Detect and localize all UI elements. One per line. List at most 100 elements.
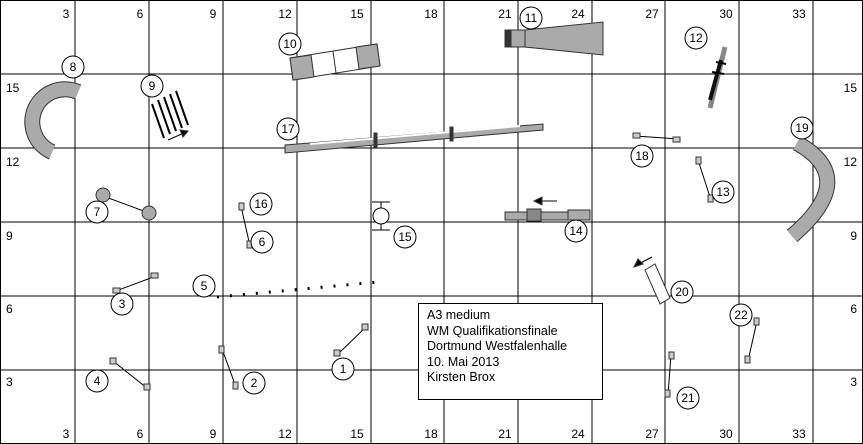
seesaw-14 — [504, 208, 591, 222]
bottom-axis-label: 21 — [498, 427, 512, 441]
marker-label: 16 — [254, 197, 268, 211]
marker-20: 20 — [670, 280, 694, 304]
left-axis-label: 6 — [6, 302, 13, 316]
marker-5: 5 — [192, 274, 216, 298]
tunnel-19 — [787, 136, 835, 242]
seesaw-arrow-head — [532, 196, 543, 206]
marker-11: 11 — [519, 6, 543, 30]
marker-17: 17 — [276, 117, 300, 141]
marker-label: 7 — [94, 205, 101, 219]
wall-12 — [707, 46, 728, 109]
marker-label: 17 — [281, 122, 295, 136]
marker-label: 2 — [251, 376, 258, 390]
jump-21 — [664, 351, 675, 398]
left-axis-label: 9 — [6, 229, 13, 243]
jump-4 — [109, 357, 151, 391]
top-axis-label: 18 — [424, 7, 438, 21]
right-axis-label: 9 — [850, 229, 857, 243]
marker-3: 3 — [110, 292, 134, 316]
top-axis-label: 24 — [571, 7, 585, 21]
weave-poles-9 — [151, 90, 189, 139]
obstacle-20 — [633, 256, 671, 305]
venue: Dortmund Westfalenhalle — [427, 339, 568, 353]
bottom-axis-label: 30 — [719, 427, 733, 441]
bottom-axis-label: 33 — [792, 427, 806, 441]
marker-label: 14 — [569, 224, 583, 238]
bottom-axis-label: 9 — [210, 427, 217, 441]
course-info-box: A3 medium WM Qualifikationsfinale Dortmu… — [418, 303, 603, 400]
marker-8: 8 — [61, 55, 85, 79]
long-jump-10 — [289, 43, 381, 81]
marker-label: 6 — [259, 235, 266, 249]
marker-21: 21 — [676, 386, 700, 410]
marker-16: 16 — [249, 192, 273, 216]
marker-label: 15 — [398, 230, 412, 244]
marker-label: 21 — [681, 391, 695, 405]
marker-label: 4 — [94, 374, 101, 388]
chute-11 — [504, 21, 604, 56]
marker-label: 11 — [525, 11, 538, 25]
bottom-axis-label: 3 — [63, 427, 70, 441]
marker-13: 13 — [711, 180, 735, 204]
marker-label: 13 — [716, 185, 730, 199]
marker-14: 14 — [564, 219, 588, 243]
marker-9: 9 — [140, 74, 164, 98]
dogwalk-17 — [284, 123, 544, 154]
top-axis-label: 6 — [137, 7, 144, 21]
jump-13 — [695, 156, 714, 203]
jump-2 — [218, 345, 239, 390]
top-axis-label: 30 — [719, 7, 733, 21]
marker-2: 2 — [242, 371, 266, 395]
right-axis-label: 6 — [850, 302, 857, 316]
weave-arrow-head — [179, 129, 189, 138]
right-axis-label: 15 — [844, 81, 858, 95]
number-markers: 1 2 3 4 5 6 7 8 9 10 11 12 13 14 15 16 1… — [61, 6, 814, 410]
top-axis-label: 33 — [792, 7, 806, 21]
right-axis-label: 3 — [850, 375, 857, 389]
marker-label: 20 — [675, 285, 689, 299]
marker-22: 22 — [729, 303, 753, 327]
right-axis-label: 12 — [844, 155, 858, 169]
left-axis-label: 15 — [6, 81, 20, 95]
event-name: WM Qualifikationsfinale — [427, 323, 558, 338]
marker-label: 3 — [119, 297, 126, 311]
top-axis-label: 21 — [498, 7, 512, 21]
marker-18: 18 — [630, 144, 654, 168]
top-axis-label: 9 — [210, 7, 217, 21]
top-axis-label: 27 — [645, 7, 659, 21]
bottom-axis-label: 18 — [424, 427, 438, 441]
left-axis-label: 3 — [6, 375, 13, 389]
marker-label: 10 — [283, 37, 297, 51]
bottom-axis-label: 24 — [571, 427, 585, 441]
dotted-line-5 — [216, 280, 379, 299]
bottom-axis-label: 15 — [350, 427, 364, 441]
table-7 — [95, 187, 157, 221]
tunnel-8 — [25, 82, 81, 159]
course-class: A3 medium — [427, 308, 491, 322]
marker-label: 19 — [795, 121, 809, 135]
top-axis-label: 15 — [350, 7, 364, 21]
bottom-axis-label: 6 — [137, 427, 144, 441]
marker-7: 7 — [85, 200, 109, 224]
bottom-axis-label: 12 — [278, 427, 292, 441]
axis-labels: 3 6 9 12 15 18 21 24 27 30 33 3 6 9 12 1… — [6, 7, 857, 441]
marker-6: 6 — [250, 230, 274, 254]
equipment — [24, 21, 836, 398]
marker-label: 5 — [201, 279, 208, 293]
left-axis-label: 12 — [6, 155, 20, 169]
marker-15: 15 — [393, 225, 417, 249]
top-axis-label: 3 — [63, 7, 70, 21]
top-axis-label: 12 — [278, 7, 292, 21]
marker-10: 10 — [278, 32, 302, 56]
marker-label: 12 — [689, 31, 703, 45]
marker-4: 4 — [85, 369, 109, 393]
judge-name: Kirsten Brox — [427, 370, 496, 384]
marker-label: 8 — [70, 60, 77, 74]
jump-3 — [112, 272, 159, 294]
marker-label: 9 — [149, 79, 156, 93]
marker-label: 1 — [340, 362, 347, 376]
event-date: 10. Mai 2013 — [427, 354, 500, 369]
jump-22 — [744, 317, 760, 364]
marker-1: 1 — [331, 357, 355, 381]
jump-1 — [333, 323, 369, 357]
